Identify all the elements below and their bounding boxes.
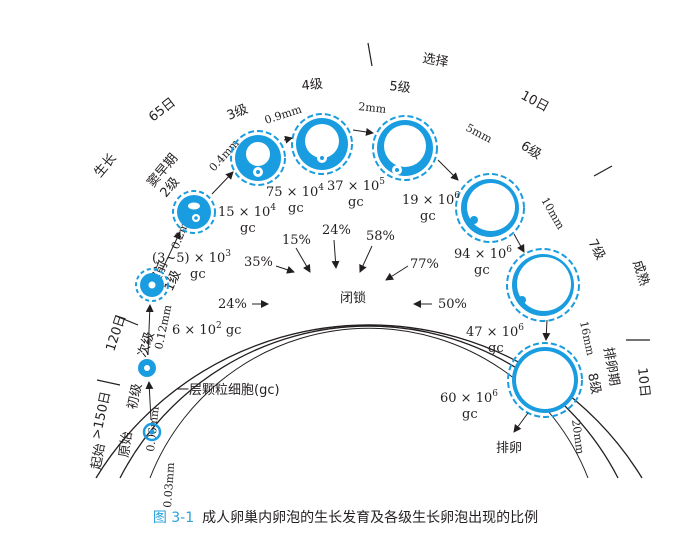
growth-arrow (437, 159, 459, 181)
divider (367, 42, 373, 67)
caption-figure-number: 图 3-1 (152, 510, 195, 526)
stage-g3: 3级 (225, 102, 250, 124)
size-5: 5mm (464, 121, 495, 146)
atresia-pct-15: 15% (282, 233, 311, 248)
count-6e2: 6 × 102 gc (172, 321, 241, 338)
label-start: 起始 (89, 442, 108, 470)
size-20: 20mm (569, 419, 587, 456)
count-19e6: 19 × 106 (402, 191, 460, 208)
count-37e5: 37 × 105 (327, 177, 385, 194)
growth-arrow (283, 135, 293, 144)
atresia-pct-24a: 24% (218, 297, 247, 312)
growth-arrow (145, 304, 154, 356)
count-94e6: 94 × 106 (454, 245, 512, 262)
figure-caption: 图 3-1 成人卵巢内卵泡的生长发育及各级生长卵泡出现的比例 (0, 507, 691, 527)
label-10d-b: 10日 (634, 367, 652, 398)
size-2: 2mm (358, 100, 388, 116)
label-10d: 10日 (518, 88, 551, 115)
follicle-preantral (135, 268, 169, 302)
count-60e6: 60 × 106 (440, 389, 498, 406)
atresia-arrow (359, 245, 373, 273)
atresia-arrow (331, 239, 340, 269)
stage-g6: 6级 (518, 139, 544, 163)
growth-arrow (542, 319, 551, 341)
stage-primary: 初级 (125, 382, 145, 411)
label-ovulation-period: 排卵期 (600, 346, 622, 387)
follicle-primary (138, 359, 156, 377)
atresia-arrow (295, 247, 311, 273)
follicle-grade8 (507, 342, 583, 418)
atresia-pct-58: 58% (366, 229, 395, 244)
atresia-label: 闭锁 (340, 290, 366, 306)
label-120d: 120日 (104, 313, 130, 354)
count-47e6-unit: gc (488, 341, 504, 356)
count-94e6-unit: gc (474, 263, 490, 278)
atresia-arrow (275, 265, 295, 274)
count-47e6: 47 × 106 (466, 323, 524, 340)
count-3-5e3-unit: gc (190, 267, 206, 282)
count-3-5e3: (3~5) × 103 (152, 249, 231, 266)
label-65d: 65日 (146, 95, 179, 125)
divider (115, 315, 139, 326)
atresia-pct-50: 50% (438, 297, 467, 312)
ovulation-label: 排卵 (496, 441, 522, 456)
atresia-arrow (385, 265, 409, 281)
follicle-primordial (142, 422, 162, 442)
divider (96, 379, 121, 386)
stage-g5: 5级 (389, 79, 412, 96)
size-003: 0.03mm (161, 461, 177, 508)
stage-g8: 8级 (584, 372, 603, 396)
count-75e4: 75 × 104 (266, 183, 324, 200)
count-19e6-unit: gc (420, 209, 436, 224)
growth-arrow (211, 171, 234, 195)
count-15e4: 15 × 104 (218, 203, 276, 220)
size-09: 0.9mm (263, 102, 304, 126)
label-mature: 成熟 (629, 258, 652, 288)
label-select: 选择 (421, 51, 449, 70)
atresia-pct-77: 77% (410, 257, 439, 272)
count-15e4-unit: gc (240, 221, 256, 236)
outer-arc (95, 324, 643, 479)
follicle-grade6 (455, 173, 525, 243)
stage-secondary: 次级 (135, 330, 158, 360)
stage-g4: 4级 (301, 77, 324, 94)
stage-primordial: 原始 (117, 431, 135, 459)
growth-arrow (352, 128, 374, 136)
atresia-pct-24b: 24% (322, 223, 351, 238)
follicle-grade7 (506, 248, 580, 322)
size-10: 10mm (538, 195, 567, 232)
size-16: 16mm (577, 320, 597, 357)
caption-text: 成人卵巢内卵泡的生长发育及各级生长卵泡出现的比例 (202, 510, 539, 526)
growth-arrow (513, 233, 525, 253)
count-75e4-unit: gc (288, 201, 304, 216)
follicle-grade5 (372, 115, 438, 181)
label-over150: >150日 (89, 390, 114, 441)
follicle-grade4 (291, 113, 353, 175)
count-60e6-unit: gc (462, 407, 478, 422)
follicle-early-antral (172, 190, 216, 234)
label-growth: 生长 (92, 151, 120, 181)
growth-arrow (145, 381, 154, 421)
count-37e5-unit: gc (348, 195, 364, 210)
divider (593, 165, 613, 177)
stage-g7: 7级 (584, 237, 607, 263)
growth-arrow (161, 231, 181, 271)
ovulation-arrow (513, 412, 529, 433)
atresia-pct-35: 35% (244, 255, 273, 270)
follicle-grade3 (230, 130, 286, 186)
granulosa-note: 一层颗粒细胞(gc) (176, 383, 280, 398)
